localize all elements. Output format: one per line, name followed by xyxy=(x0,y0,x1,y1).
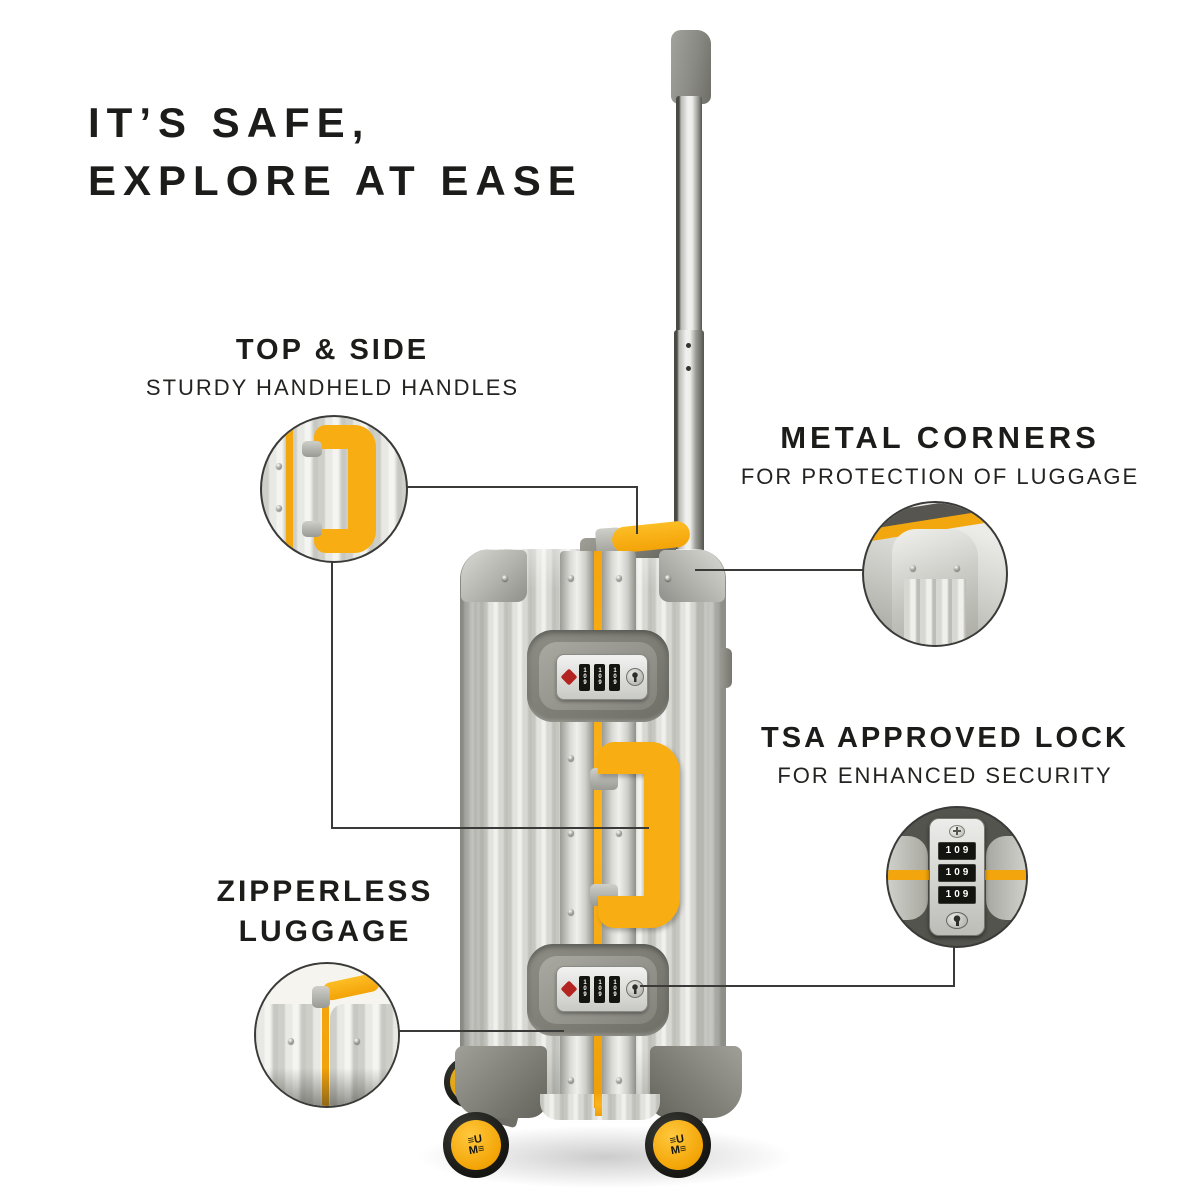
front-left-wheel-hub: ≡U M≡ xyxy=(451,1120,501,1170)
zoom-seam-stripe xyxy=(286,417,293,561)
callout-label-handles: TOP & SIDE STURDY HANDHELD HANDLES xyxy=(140,334,525,401)
page-title: IT’S SAFE, EXPLORE AT EASE xyxy=(88,94,583,210)
rivet xyxy=(276,505,282,511)
page-title-line1: IT’S SAFE, xyxy=(88,99,371,146)
lock-dial-row[interactable]: 109 xyxy=(938,863,976,882)
zoom-top-handle-mount xyxy=(312,986,330,1008)
front-right-wheel: ≡U M≡ xyxy=(645,1112,711,1178)
lock-dial[interactable]: 109 xyxy=(609,663,620,691)
callout-label-zipperless: ZIPPERLESS LUGGAGE xyxy=(185,872,465,952)
rivet xyxy=(502,575,508,581)
rivet xyxy=(288,1038,294,1044)
brand-logo-wheel: ≡U M≡ xyxy=(467,1133,486,1158)
callout-label-corners: METAL CORNERS FOR PROTECTION OF LUGGAGE xyxy=(740,420,1140,490)
side-carry-handle xyxy=(598,742,680,928)
front-right-wheel-hub: ≡U M≡ xyxy=(653,1120,703,1170)
handles-heading: TOP & SIDE xyxy=(235,334,430,366)
handles-subheading: STURDY HANDHELD HANDLES xyxy=(145,375,520,400)
brand-logo-row2: M≡ xyxy=(670,1142,688,1158)
metal-corner-top-left xyxy=(461,550,527,602)
screw-icon xyxy=(949,825,965,838)
leader-handles-side-horizontal xyxy=(331,827,649,829)
lock-dial[interactable]: 109 xyxy=(594,975,605,1003)
zoom-side-handle xyxy=(314,425,376,553)
rivet xyxy=(568,1077,574,1083)
lock-dial[interactable]: 109 xyxy=(594,663,605,691)
page-title-line2: EXPLORE AT EASE xyxy=(88,157,583,204)
lock-heading: TSA APPROVED LOCK xyxy=(761,722,1129,754)
rivet xyxy=(665,575,671,581)
rivet xyxy=(354,1038,360,1044)
lock-subheading: FOR ENHANCED SECURITY xyxy=(777,763,1113,788)
zoom-handle-mount-bottom xyxy=(302,521,322,537)
tsa-logo-icon xyxy=(560,668,578,686)
lock-dial[interactable]: 109 xyxy=(579,975,590,1003)
leader-handles-side-vertical xyxy=(331,556,333,829)
rivet xyxy=(616,575,622,581)
lock-dial[interactable]: 109 xyxy=(609,975,620,1003)
leader-lock-vertical xyxy=(953,941,955,987)
wheel-housing-left xyxy=(455,1046,547,1118)
center-seam-stripe-tail xyxy=(595,1094,602,1116)
rivet xyxy=(568,909,574,915)
keyhole-icon xyxy=(946,911,968,929)
pole-button-lower xyxy=(686,366,691,371)
callout-circle-corners xyxy=(862,501,1008,647)
leader-lock-horizontal xyxy=(640,985,955,987)
rivet xyxy=(616,830,622,836)
front-left-wheel: ≡U M≡ xyxy=(443,1112,509,1178)
tsa-lock-top: 109 109 109 xyxy=(556,654,648,700)
brand-logo-wheel: ≡U M≡ xyxy=(669,1133,688,1158)
trolley-grip xyxy=(671,30,711,104)
tsa-lock-bottom: 109 109 109 xyxy=(556,966,648,1012)
rivet xyxy=(616,1077,622,1083)
corners-heading: METAL CORNERS xyxy=(780,420,1100,455)
callout-circle-lock: 109 109 109 xyxy=(886,806,1028,948)
keyhole-icon xyxy=(626,980,644,998)
rivet xyxy=(910,565,916,571)
rivet xyxy=(568,575,574,581)
trolley-pole-upper xyxy=(676,96,702,334)
zoom-handle-mount-top xyxy=(302,441,322,457)
pole-button-upper xyxy=(686,343,691,348)
lock-dial-row[interactable]: 109 xyxy=(938,885,976,904)
lock-dial[interactable]: 109 xyxy=(579,663,590,691)
zoom-bottom-shade xyxy=(256,1068,398,1106)
callout-circle-handles xyxy=(260,415,408,563)
leader-handles-top-vertical xyxy=(636,486,638,534)
rivet xyxy=(276,463,282,469)
rivet xyxy=(954,565,960,571)
callout-label-lock: TSA APPROVED LOCK FOR ENHANCED SECURITY xyxy=(725,722,1165,789)
zoom-zipperless-seam xyxy=(322,1002,329,1106)
zoom-corner-ribs xyxy=(904,579,966,645)
lock-dial-row[interactable]: 109 xyxy=(938,841,976,860)
zipperless-heading-line2: LUGGAGE xyxy=(238,915,412,948)
leader-handles-top-horizontal xyxy=(396,486,638,488)
corners-subheading: FOR PROTECTION OF LUGGAGE xyxy=(740,464,1140,489)
rivet xyxy=(568,755,574,761)
tsa-logo-icon xyxy=(560,980,578,998)
side-latch xyxy=(720,648,732,688)
callout-circle-zipperless xyxy=(254,962,400,1108)
leader-zipperless xyxy=(392,1030,564,1032)
brand-logo-row2: M≡ xyxy=(468,1142,486,1158)
wheel-housing-right xyxy=(650,1046,742,1118)
leader-corners xyxy=(695,569,865,571)
center-seam-stripe xyxy=(594,551,602,1108)
rivet xyxy=(568,830,574,836)
keyhole-icon xyxy=(626,668,644,686)
zoom-tsa-lock: 109 109 109 xyxy=(929,818,985,936)
zipperless-heading-line1: ZIPPERLESS xyxy=(216,875,434,908)
